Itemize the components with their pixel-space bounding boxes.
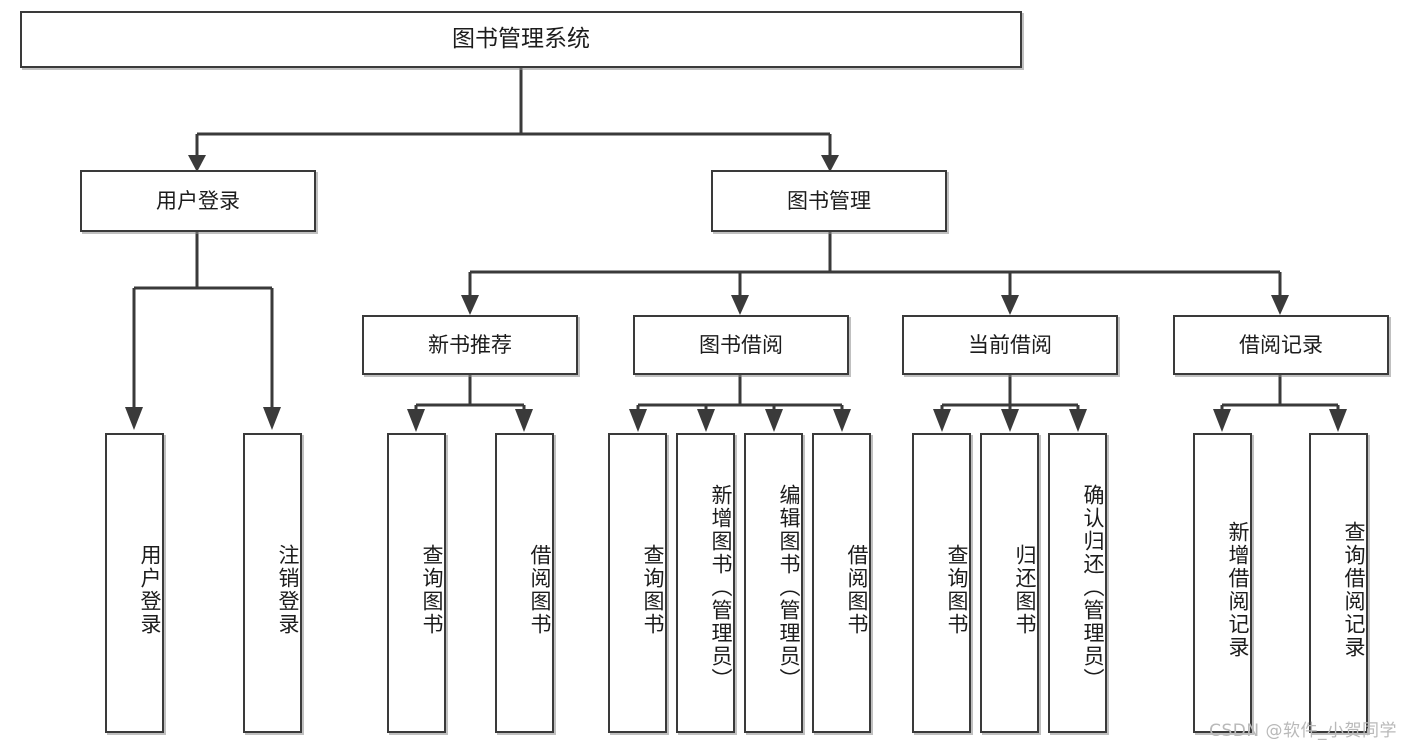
leaf-user-login[interactable]: 用户登录 [105, 433, 164, 733]
node-label: 借阅图书 [528, 544, 552, 636]
node-label: 借阅图书 [845, 544, 869, 636]
leaf-confirm-return-admin[interactable]: 确认归还（管理员） [1048, 433, 1107, 733]
node-label: 图书管理 [787, 188, 871, 213]
leaf-add-borrow-record[interactable]: 新增借阅记录 [1193, 433, 1252, 733]
node-label: 注销登录 [276, 544, 300, 636]
leaf-borrow-book-recommend[interactable]: 借阅图书 [495, 433, 554, 733]
leaf-query-borrow-record[interactable]: 查询借阅记录 [1309, 433, 1368, 733]
node-label: 新增图书（管理员） [709, 483, 733, 691]
node-new-book-recommend[interactable]: 新书推荐 [362, 315, 578, 375]
leaf-borrow-book[interactable]: 借阅图书 [812, 433, 871, 733]
leaf-edit-book-admin[interactable]: 编辑图书（管理员） [744, 433, 803, 733]
csdn-watermark: CSDN @软件_小贺同学 [1209, 721, 1397, 741]
node-label: 查询图书 [420, 544, 444, 636]
node-book-borrow[interactable]: 图书借阅 [633, 315, 849, 375]
node-label: 借阅记录 [1239, 332, 1323, 357]
leaf-query-book-recommend[interactable]: 查询图书 [387, 433, 446, 733]
leaf-query-book-borrow[interactable]: 查询图书 [608, 433, 667, 733]
node-label: 确认归还（管理员） [1081, 483, 1105, 691]
node-label: 查询图书 [641, 544, 665, 636]
leaf-add-book-admin[interactable]: 新增图书（管理员） [676, 433, 735, 733]
node-borrow-record[interactable]: 借阅记录 [1173, 315, 1389, 375]
node-label: 新增借阅记录 [1226, 521, 1250, 659]
node-label: 图书管理系统 [452, 25, 590, 52]
node-root-system[interactable]: 图书管理系统 [20, 11, 1022, 68]
node-label: 图书借阅 [699, 332, 783, 357]
node-label: 查询借阅记录 [1342, 521, 1366, 659]
leaf-return-book[interactable]: 归还图书 [980, 433, 1039, 733]
node-label: 用户登录 [156, 188, 240, 213]
leaf-query-book-current[interactable]: 查询图书 [912, 433, 971, 733]
node-current-borrow[interactable]: 当前借阅 [902, 315, 1118, 375]
node-label: 查询图书 [945, 544, 969, 636]
node-label: 归还图书 [1013, 544, 1037, 636]
node-label: 用户登录 [138, 544, 162, 636]
leaf-user-logout[interactable]: 注销登录 [243, 433, 302, 733]
node-label: 当前借阅 [968, 332, 1052, 357]
node-user-login[interactable]: 用户登录 [80, 170, 316, 232]
node-book-management[interactable]: 图书管理 [711, 170, 947, 232]
node-label: 新书推荐 [428, 332, 512, 357]
node-label: 编辑图书（管理员） [777, 483, 801, 691]
